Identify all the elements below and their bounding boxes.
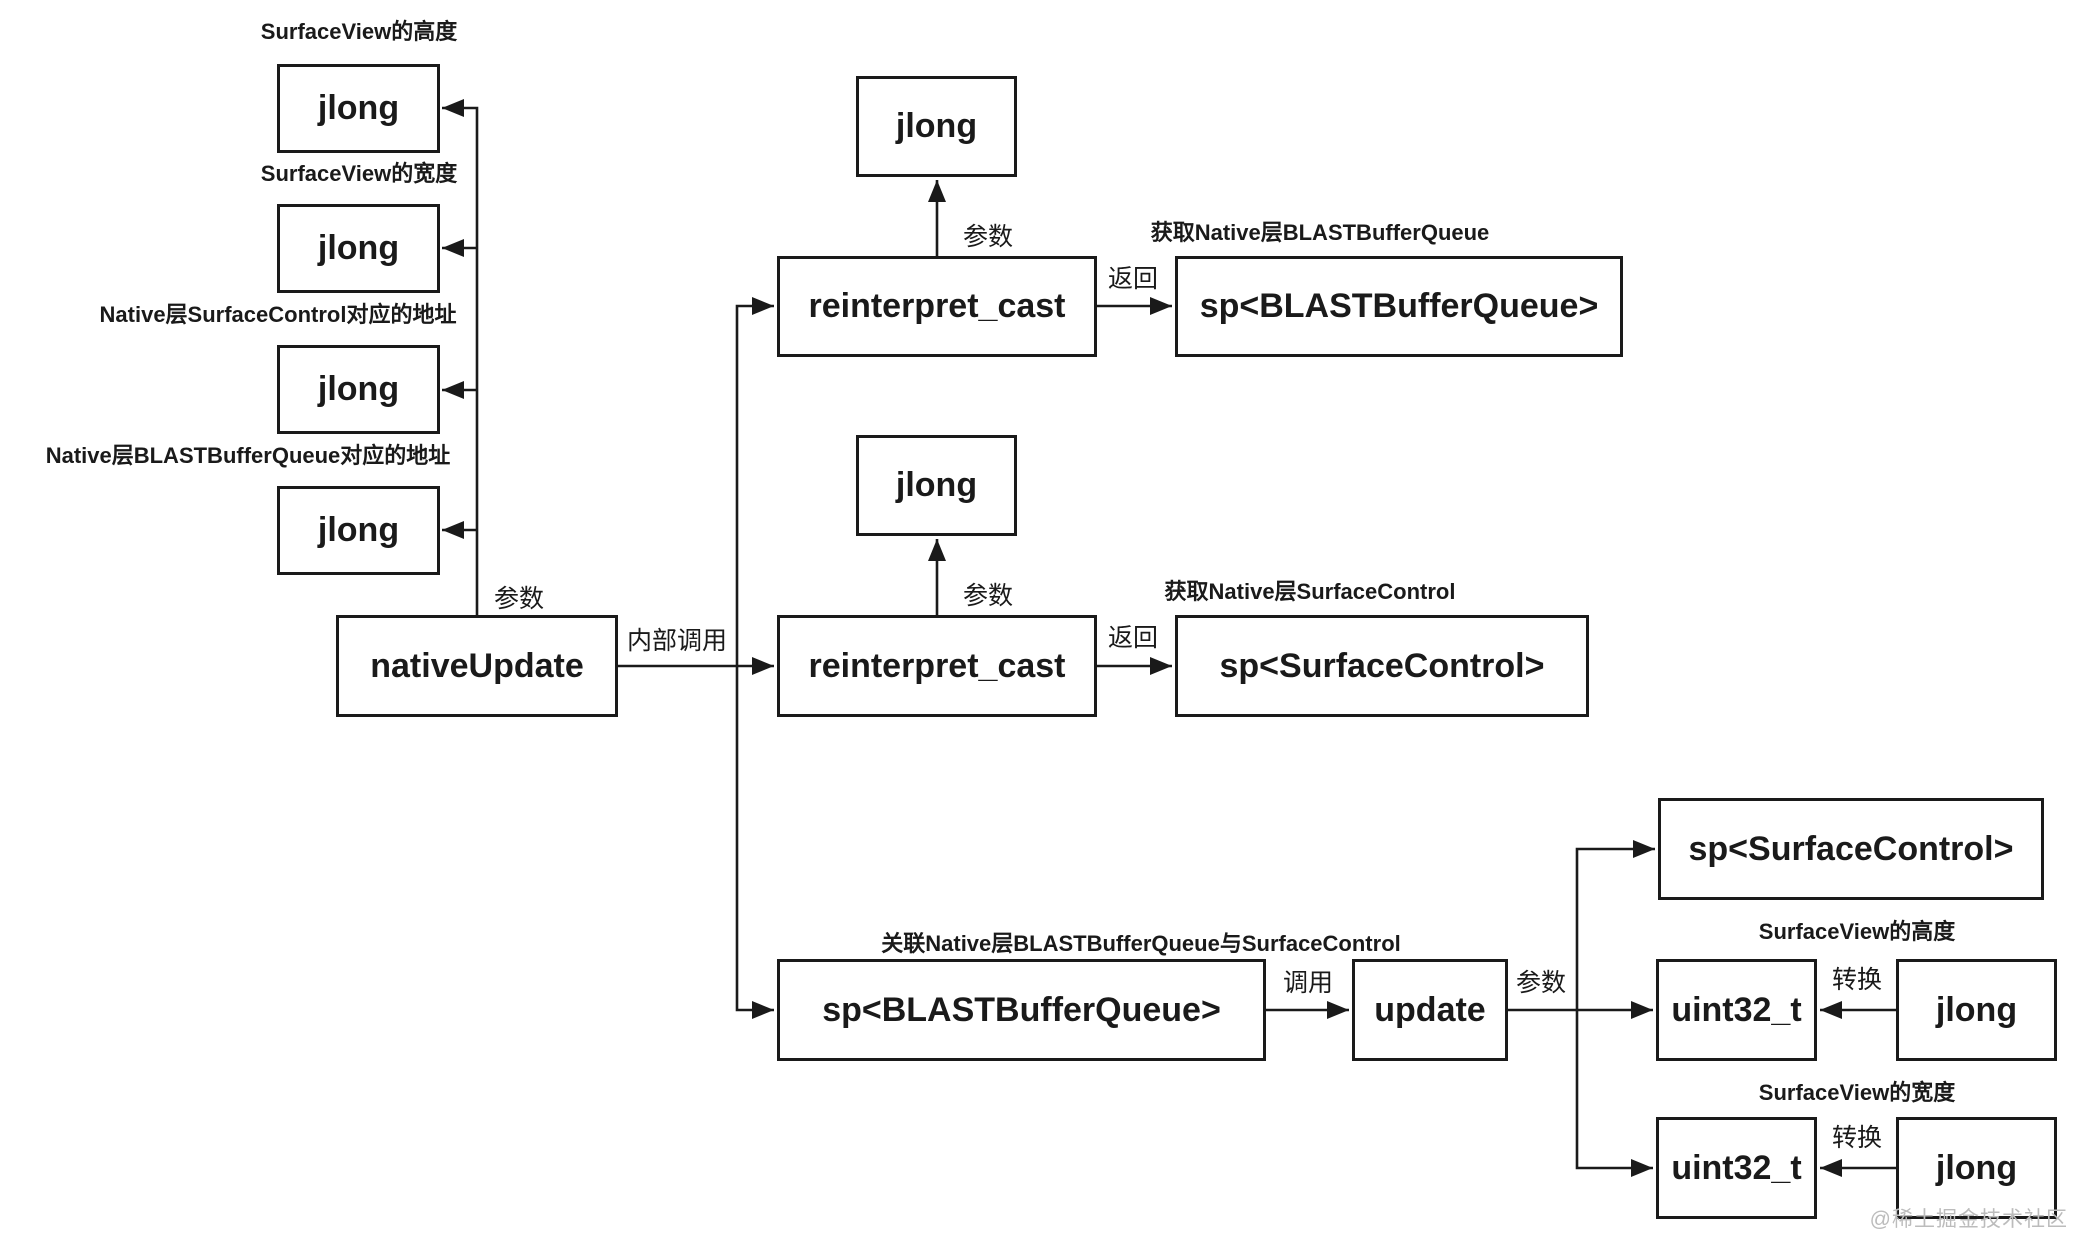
edge-label-param-update: 参数 — [1515, 969, 1567, 997]
edge-label-param-cast1: 参数 — [962, 223, 1014, 251]
caption-surfaceview-width: SurfaceView的宽度 — [260, 161, 458, 186]
caption-surfaceview-width-right: SurfaceView的宽度 — [1758, 1080, 1956, 1105]
edge-label-convert-width: 转换 — [1831, 1124, 1883, 1152]
caption-get-native-blastbufferqueue: 获取Native层BLASTBufferQueue — [1150, 220, 1490, 245]
node-update: update — [1352, 959, 1508, 1061]
edge-label-return-2: 返回 — [1107, 624, 1159, 652]
node-sp-surfacecontrol-1: sp<SurfaceControl> — [1175, 615, 1589, 717]
edge-label-convert-height: 转换 — [1831, 966, 1883, 994]
node-sp-blastbufferqueue-1: sp<BLASTBufferQueue> — [1175, 256, 1623, 357]
caption-surfaceview-height-right: SurfaceView的高度 — [1758, 919, 1956, 944]
node-jlong-surfaceview-height: jlong — [277, 64, 440, 153]
caption-link-bbq-surfacecontrol: 关联Native层BLASTBufferQueue与SurfaceControl — [881, 931, 1401, 956]
node-jlong-width-source: jlong — [1896, 1117, 2057, 1219]
caption-native-blastbufferqueue-address: Native层BLASTBufferQueue对应的地址 — [45, 443, 451, 468]
node-jlong-surfaceview-width: jlong — [277, 204, 440, 293]
node-uint32-height: uint32_t — [1656, 959, 1817, 1061]
node-jlong-height-source: jlong — [1896, 959, 2057, 1061]
node-jlong-surfacecontrol-address: jlong — [277, 345, 440, 434]
node-sp-surfacecontrol-2: sp<SurfaceControl> — [1658, 798, 2044, 900]
node-jlong-blastbufferqueue-address: jlong — [277, 486, 440, 575]
node-jlong-cast2-param: jlong — [856, 435, 1017, 536]
node-sp-blastbufferqueue-2: sp<BLASTBufferQueue> — [777, 959, 1266, 1061]
caption-native-surfacecontrol-address: Native层SurfaceControl对应的地址 — [99, 302, 457, 327]
node-native-update: nativeUpdate — [336, 615, 618, 717]
node-jlong-cast1-param: jlong — [856, 76, 1017, 177]
edge-label-internal-call: 内部调用 — [626, 627, 728, 655]
caption-get-native-surfacecontrol: 获取Native层SurfaceControl — [1164, 579, 1456, 604]
edge-label-return-1: 返回 — [1107, 265, 1159, 293]
edge-label-param-nativeupdate: 参数 — [493, 585, 545, 613]
edge-label-call: 调用 — [1282, 969, 1334, 997]
node-reinterpret-cast-2: reinterpret_cast — [777, 615, 1097, 717]
watermark: @稀土掘金技术社区 — [1869, 1208, 2068, 1231]
caption-surfaceview-height: SurfaceView的高度 — [260, 19, 458, 44]
node-uint32-width: uint32_t — [1656, 1117, 1817, 1219]
edge-label-param-cast2: 参数 — [962, 582, 1014, 610]
node-reinterpret-cast-1: reinterpret_cast — [777, 256, 1097, 357]
